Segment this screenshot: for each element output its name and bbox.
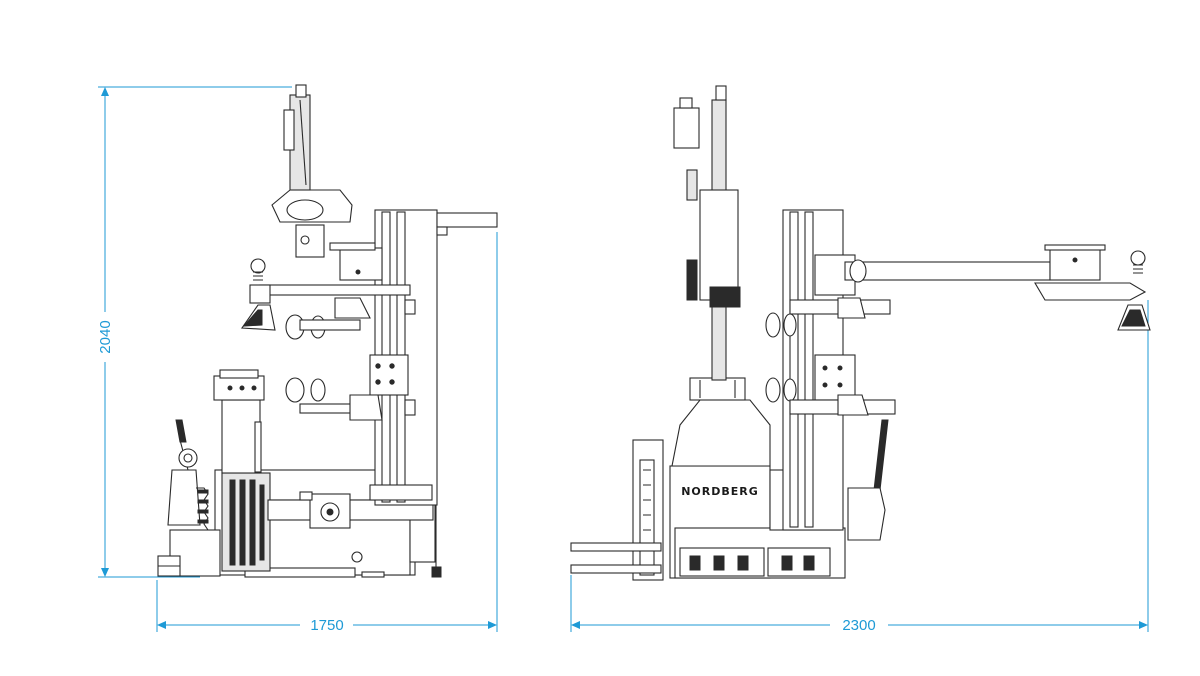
right-width-label: 2300 [842, 617, 875, 634]
swing-arm [844, 261, 1051, 281]
front-view: NORDBERG [570, 85, 1151, 581]
right-width-dimension: 2300 [570, 300, 1149, 634]
pedal-2 [570, 564, 662, 574]
height-dimension: 2040 [97, 86, 292, 578]
left-width-dimension: 1750 [156, 232, 498, 634]
pedal-1 [570, 542, 662, 552]
height-label: 2040 [97, 320, 114, 353]
brand-logo: NORDBERG [681, 485, 759, 498]
lower-post [221, 399, 261, 474]
left-width-label: 1750 [310, 617, 343, 634]
control-buttons [689, 555, 815, 571]
side-view [157, 84, 498, 578]
